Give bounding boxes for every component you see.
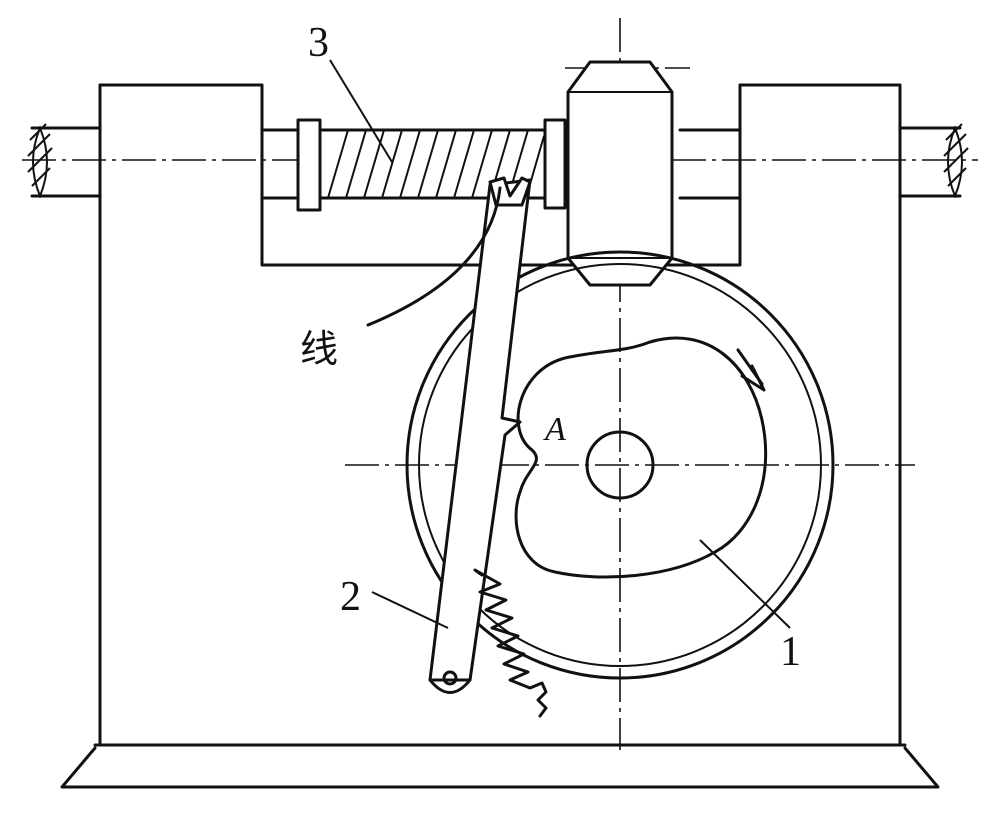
spring-coil: [473, 568, 548, 718]
leader-3: [329, 59, 393, 163]
label-1: 1: [780, 629, 801, 675]
label-point-a: A: [543, 411, 566, 448]
lever-end: [428, 678, 472, 694]
shaft-left-break: [32, 125, 48, 199]
cam-hub: [585, 430, 655, 500]
pivot-pin: [442, 670, 458, 686]
label-thread: 线: [300, 327, 338, 371]
shaft: [27, 123, 969, 200]
spring: [473, 568, 548, 718]
lever: [428, 176, 532, 694]
right-collar: [543, 118, 567, 210]
thread-hatching: [327, 129, 545, 199]
frame-base: [60, 746, 940, 789]
lever-fork: [488, 176, 532, 207]
shaft-right-break: [947, 125, 963, 199]
disc-inner-rim: [418, 263, 822, 667]
rotation-arrow-head: [740, 364, 766, 392]
cam-disc: [405, 250, 835, 680]
lever-body: [428, 178, 532, 682]
disc-outer-rim: [405, 250, 835, 680]
label-3: 3: [308, 20, 329, 66]
leader-lines: [329, 59, 791, 629]
label-2: 2: [340, 574, 361, 620]
heart-cam-groove: [514, 336, 768, 579]
leader-1: [699, 539, 791, 629]
shaft-right-break-hatch: [943, 123, 969, 187]
left-collar: [296, 118, 322, 212]
thread-line: [366, 186, 502, 327]
shaft-left-break-hatch: [27, 123, 53, 187]
leader-2: [371, 591, 449, 629]
bearing-block: [566, 60, 674, 287]
